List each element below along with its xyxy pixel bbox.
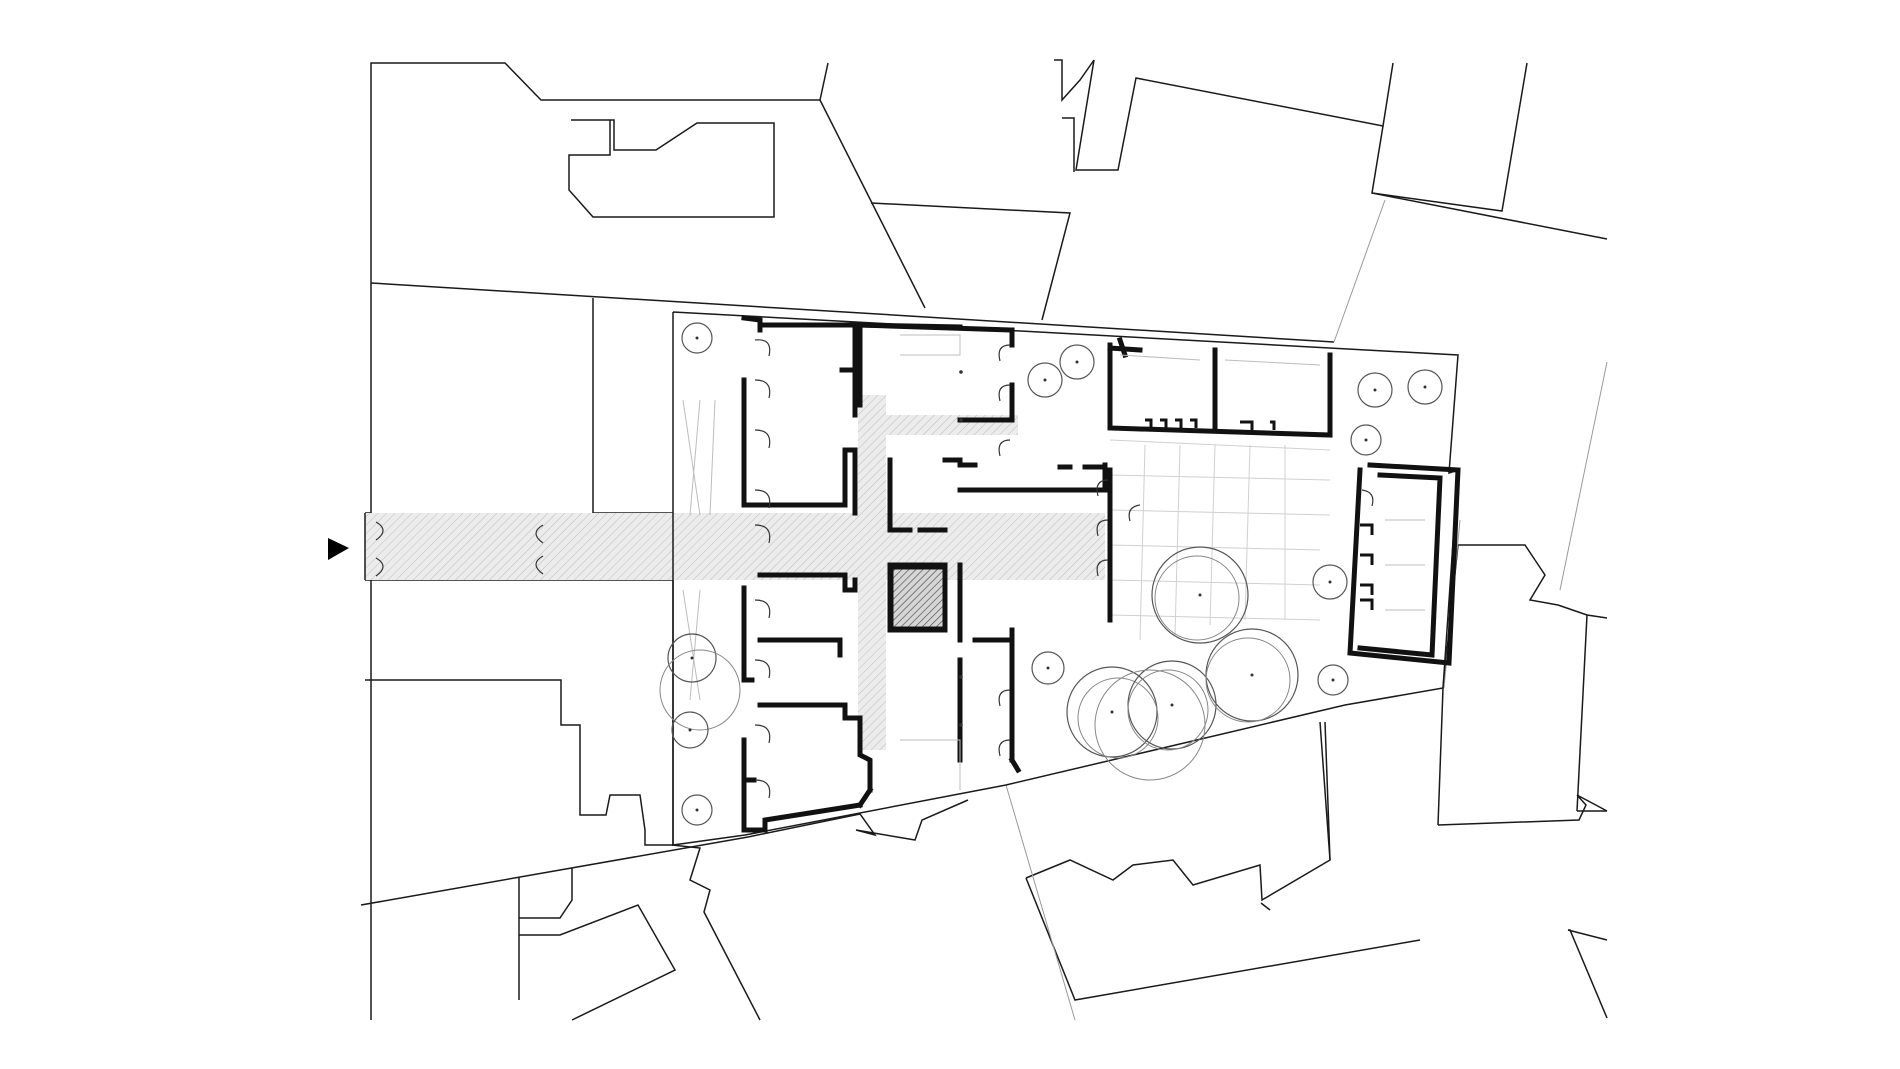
courtyard-paving bbox=[1109, 439, 1331, 641]
entrance-corridor bbox=[364, 513, 695, 580]
trees bbox=[659, 322, 1443, 826]
tree-icon bbox=[1066, 666, 1158, 758]
tree-icon bbox=[1027, 362, 1063, 398]
tree-icon bbox=[1357, 372, 1393, 408]
tree-icon bbox=[681, 322, 713, 354]
tree-icon bbox=[1350, 424, 1382, 456]
tree-icon bbox=[1059, 344, 1095, 380]
entrance-arrow-icon bbox=[328, 538, 349, 560]
west-wing bbox=[741, 315, 963, 833]
tree-icon bbox=[1151, 546, 1249, 644]
tree-icon bbox=[1031, 651, 1065, 685]
tree-icon bbox=[1317, 664, 1349, 696]
central-wing bbox=[857, 322, 1113, 774]
tree-icon bbox=[671, 711, 709, 749]
doors bbox=[754, 339, 1374, 799]
east-pavilion bbox=[1347, 462, 1461, 666]
tree-icon bbox=[667, 633, 717, 683]
tree-icon bbox=[1312, 564, 1348, 600]
tree-icon bbox=[1407, 369, 1443, 405]
column-dots bbox=[959, 370, 963, 727]
site-boundary bbox=[672, 311, 1459, 846]
tree-icon bbox=[681, 794, 713, 826]
stair-block bbox=[890, 566, 946, 630]
north-east-wing bbox=[1107, 336, 1333, 438]
